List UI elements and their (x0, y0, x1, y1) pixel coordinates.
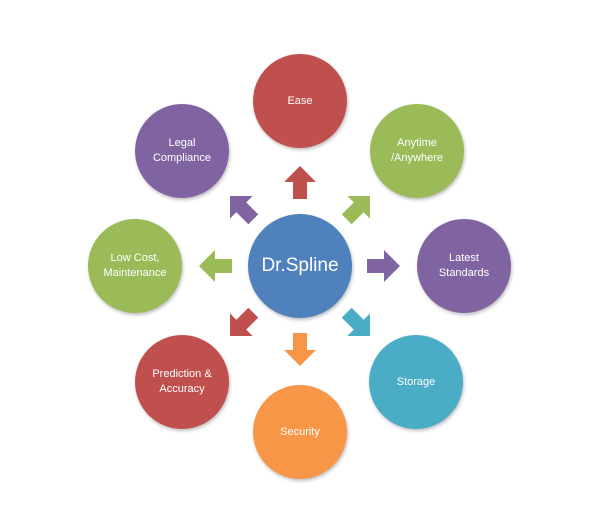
node-storage: Storage (369, 335, 463, 429)
arrow-icon (229, 307, 259, 337)
arrow-icon (284, 333, 316, 366)
arrow-icon (229, 195, 259, 225)
node-label: Storage (396, 375, 436, 388)
node-label: Security (280, 425, 320, 438)
node-anytime-anywhere: Anytime /Anywhere (370, 104, 464, 198)
arrow-shape (199, 250, 232, 282)
node-low-cost-maintenance: Low Cost, Maintenance (88, 219, 182, 313)
node-label: Low Cost, Maintenance (103, 252, 167, 279)
center-node-label: Dr.Spline (261, 255, 339, 276)
node-latest-standards: Latest Standards (417, 219, 511, 313)
node-label: Ease (287, 94, 313, 107)
arrow-shape (284, 166, 316, 199)
arrow-icon (341, 307, 371, 337)
arrow-shape (341, 195, 371, 225)
node-legal-compliance: Legal Compliance (135, 104, 229, 198)
arrow-shape (341, 307, 371, 337)
center-node: Dr.Spline (248, 214, 352, 318)
arrow-icon (367, 250, 400, 282)
node-label: Prediction & Accuracy (152, 368, 212, 395)
arrow-shape (367, 250, 400, 282)
node-label: Latest Standards (438, 252, 490, 279)
arrow-shape (229, 307, 259, 337)
node-label: Anytime /Anywhere (391, 137, 443, 164)
arrow-icon (199, 250, 232, 282)
arrow-icon (341, 195, 371, 225)
node-label: Legal Compliance (152, 137, 212, 164)
node-security: Security (253, 385, 347, 479)
arrow-icon (284, 166, 316, 199)
node-ease: Ease (253, 54, 347, 148)
node-prediction-accuracy: Prediction & Accuracy (135, 335, 229, 429)
arrow-shape (229, 195, 259, 225)
arrow-shape (284, 333, 316, 366)
